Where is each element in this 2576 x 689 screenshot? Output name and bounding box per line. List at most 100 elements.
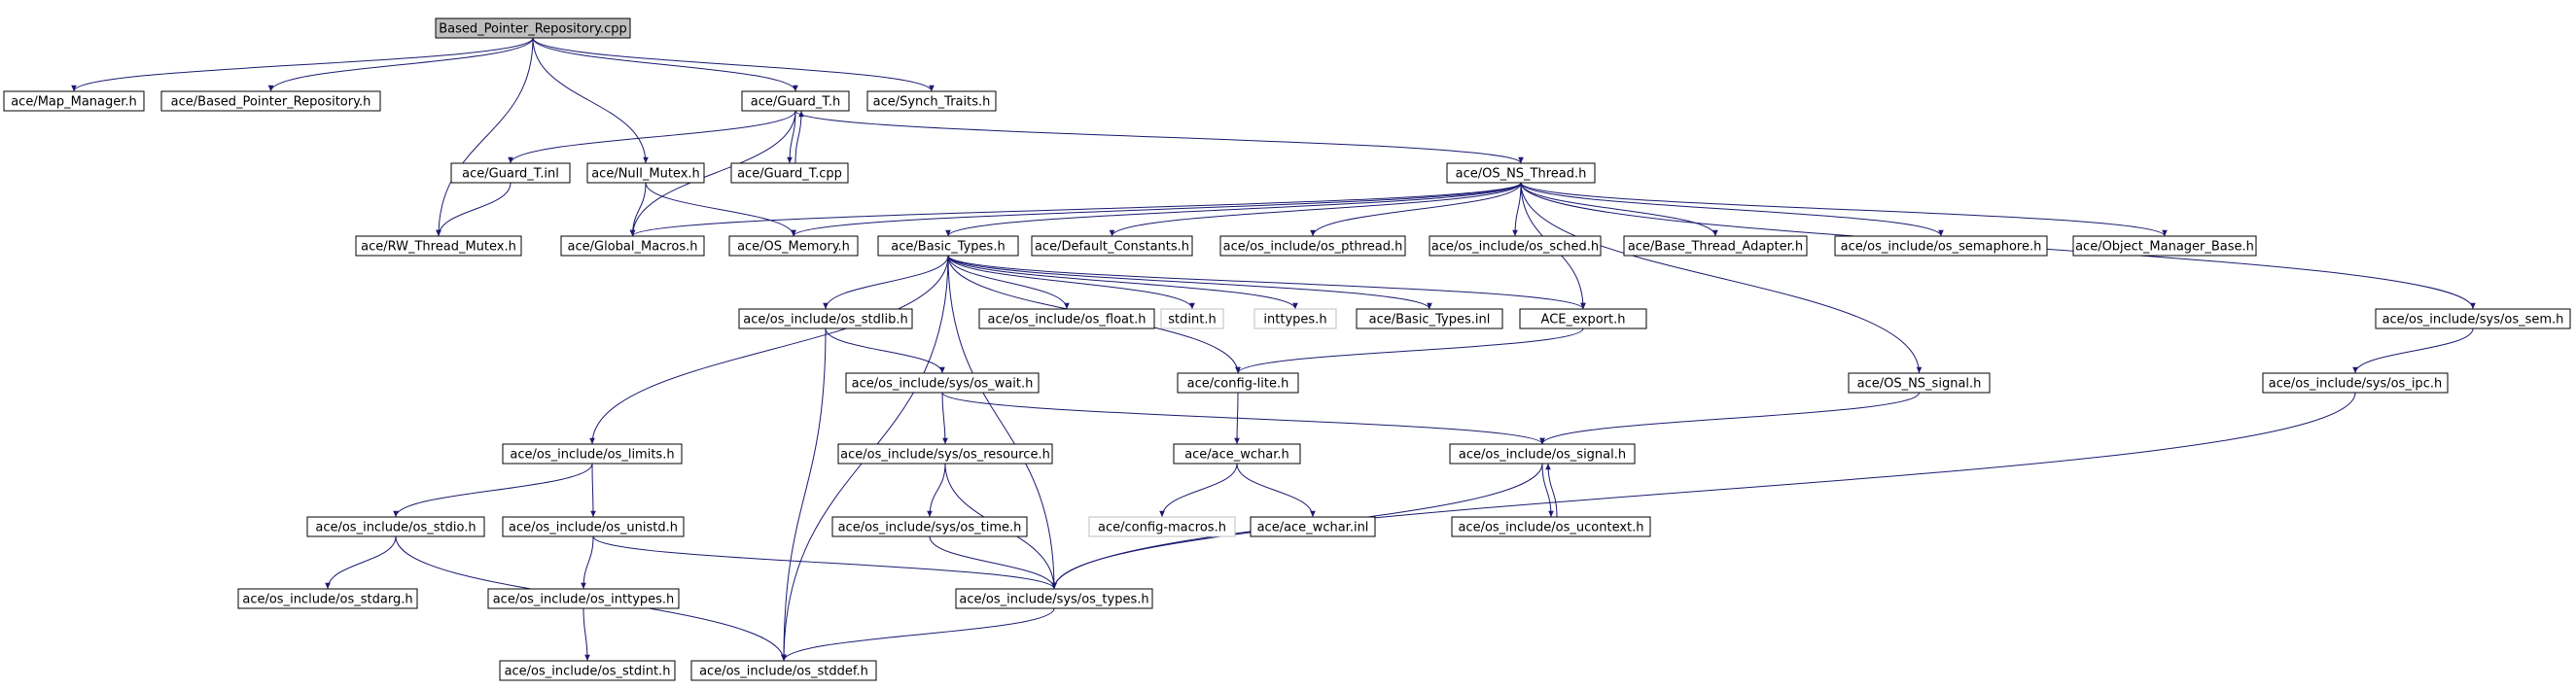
edge-root-to-bpr_h <box>267 37 534 92</box>
edges-layer <box>71 37 2476 662</box>
node-box <box>1519 308 1647 329</box>
node-box <box>3 90 145 112</box>
node-os-unistd[interactable]: ace/os_include/os_unistd.h <box>502 516 685 537</box>
edge-ace_export-to-config_lite <box>1235 327 1584 374</box>
node-label: ace/ace_wchar.h <box>1184 448 1289 463</box>
node-box <box>1451 516 1651 537</box>
node-guard-h[interactable]: ace/Guard_T.h <box>741 90 850 112</box>
node-box <box>1031 235 1193 257</box>
node-label: ace/os_include/os_stdarg.h <box>242 593 412 607</box>
edge-os_ns_thread-to-os_memory <box>791 182 1522 237</box>
node-label: stdint.h <box>1168 313 1216 327</box>
edge-basic_types-to-ace_export <box>947 255 1586 310</box>
node-box <box>2262 372 2449 394</box>
node-config-lite[interactable]: ace/config-lite.h <box>1177 372 1299 394</box>
node-box <box>728 235 859 257</box>
node-guard-cpp[interactable]: ace/Guard_T.cpp <box>730 162 849 184</box>
node-sys-os-wait[interactable]: ace/os_include/sys/os_wait.h <box>845 372 1040 394</box>
node-box <box>586 162 705 184</box>
node-sys-os-resource[interactable]: ace/os_include/sys/os_resource.h <box>837 443 1053 465</box>
node-label: ace/os_include/sys/os_wait.h <box>852 377 1034 392</box>
node-box <box>502 443 683 465</box>
node-os-ucontext[interactable]: ace/os_include/os_ucontext.h <box>1451 516 1651 537</box>
edge-os_ns_thread-to-base_thread_adapter <box>1520 182 1718 237</box>
node-sys-os-sem[interactable]: ace/os_include/sys/os_sem.h <box>2375 308 2571 329</box>
node-label: Based_Pointer_Repository.cpp <box>439 22 627 37</box>
node-os-stddef[interactable]: ace/os_include/os_stddef.h <box>690 660 877 681</box>
node-os-signal[interactable]: ace/os_include/os_signal.h <box>1449 443 1636 465</box>
node-box <box>1848 372 1991 394</box>
node-sys-os-time[interactable]: ace/os_include/sys/os_time.h <box>831 516 1028 537</box>
node-root[interactable]: Based_Pointer_Repository.cpp <box>435 17 631 39</box>
edge-ace_wchar_h-to-config_macros <box>1159 463 1238 518</box>
node-label: ace/os_include/os_stdio.h <box>315 521 476 535</box>
node-sys-os-types[interactable]: ace/os_include/sys/os_types.h <box>955 588 1153 609</box>
node-stdint: stdint.h <box>1160 308 1224 329</box>
node-ace-export[interactable]: ACE_export.h <box>1519 308 1647 329</box>
node-default-constants[interactable]: ace/Default_Constants.h <box>1031 235 1193 257</box>
edge-os_ns_thread-to-os_semaphore <box>1520 182 1944 237</box>
node-box <box>499 660 676 681</box>
node-global-macros[interactable]: ace/Global_Macros.h <box>560 235 705 257</box>
node-label: ace/os_include/os_signal.h <box>1459 448 1626 463</box>
edge-basic_types-to-basic_types_inl <box>947 255 1432 310</box>
node-os-stdarg[interactable]: ace/os_include/os_stdarg.h <box>237 588 418 609</box>
node-label: ace/os_include/os_stdint.h <box>505 665 671 679</box>
edge-basic_types-to-os_stdlib <box>823 255 949 310</box>
node-os-semaphore[interactable]: ace/os_include/os_semaphore.h <box>1834 235 2048 257</box>
node-inttypes: inttypes.h <box>1253 308 1337 329</box>
node-label: ace/os_include/sys/os_ipc.h <box>2269 377 2442 392</box>
edge-basic_types-to-os_limits <box>589 255 949 445</box>
node-basic-types-inl[interactable]: ace/Basic_Types.inl <box>1356 308 1503 329</box>
node-bpr-h[interactable]: ace/Based_Pointer_Repository.h <box>160 90 381 112</box>
node-sys-os-ipc[interactable]: ace/os_include/sys/os_ipc.h <box>2262 372 2449 394</box>
node-rw-mutex[interactable]: ace/RW_Thread_Mutex.h <box>355 235 522 257</box>
node-label: ace/Based_Pointer_Repository.h <box>171 95 371 110</box>
edge-guard_h-to-os_ns_thread <box>794 110 1524 164</box>
nodes-layer: Based_Pointer_Repository.cpp ace/Map_Mana… <box>3 17 2571 681</box>
edge-basic_types-to-os_float <box>947 255 1070 310</box>
node-os-stdio[interactable]: ace/os_include/os_stdio.h <box>306 516 485 537</box>
node-os-limits[interactable]: ace/os_include/os_limits.h <box>502 443 683 465</box>
node-box <box>1173 443 1301 465</box>
node-ace-wchar-h[interactable]: ace/ace_wchar.h <box>1173 443 1301 465</box>
node-label: ace/os_include/os_stdlib.h <box>743 313 907 327</box>
node-box <box>690 660 877 681</box>
edge-os_ns_thread-to-global_macros <box>629 182 1522 237</box>
node-label: ace/Guard_T.cpp <box>737 167 842 182</box>
edge-config_lite-to-ace_wchar_h <box>1234 392 1240 445</box>
node-guard-inl[interactable]: ace/Guard_T.inl <box>450 162 571 184</box>
node-label: ace/os_include/os_unistd.h <box>509 521 678 535</box>
node-label: ace/os_include/sys/os_types.h <box>959 593 1148 607</box>
node-label: ace/Basic_Types.h <box>891 240 1005 255</box>
node-label: ace/os_include/sys/os_resource.h <box>840 448 1050 463</box>
node-os-ns-signal[interactable]: ace/OS_NS_signal.h <box>1848 372 1991 394</box>
node-os-memory[interactable]: ace/OS_Memory.h <box>728 235 859 257</box>
node-label: ace/os_include/sys/os_time.h <box>838 521 1022 535</box>
node-box <box>738 308 913 329</box>
node-os-pthread[interactable]: ace/os_include/os_pthread.h <box>1219 235 1406 257</box>
node-os-stdlib[interactable]: ace/os_include/os_stdlib.h <box>738 308 913 329</box>
node-os-ns-thread[interactable]: ace/OS_NS_Thread.h <box>1446 162 1596 184</box>
node-null-mutex[interactable]: ace/Null_Mutex.h <box>586 162 705 184</box>
node-label: ace/os_include/os_ucontext.h <box>1458 521 1643 535</box>
node-box <box>1250 516 1376 537</box>
edge-sys_os_time-to-sys_os_types <box>929 535 1057 590</box>
node-os-float[interactable]: ace/os_include/os_float.h <box>978 308 1155 329</box>
node-label: ace/OS_NS_Thread.h <box>1456 167 1587 182</box>
edge-guard_h-to-guard_inl <box>508 110 796 164</box>
node-os-stdint[interactable]: ace/os_include/os_stdint.h <box>499 660 676 681</box>
node-map-manager[interactable]: ace/Map_Manager.h <box>3 90 145 112</box>
node-ace-wchar-inl[interactable]: ace/ace_wchar.inl <box>1250 516 1376 537</box>
node-object-manager-base[interactable]: ace/Object_Manager_Base.h <box>2072 235 2257 257</box>
node-base-thread-adapter[interactable]: ace/Base_Thread_Adapter.h <box>1623 235 1808 257</box>
node-os-sched[interactable]: ace/os_include/os_sched.h <box>1429 235 1602 257</box>
node-synch-traits[interactable]: ace/Synch_Traits.h <box>866 90 997 112</box>
edge-os_ucontext-to-os_signal <box>1545 463 1558 518</box>
node-basic-types[interactable]: ace/Basic_Types.h <box>877 235 1019 257</box>
node-box <box>730 162 849 184</box>
node-box <box>502 516 685 537</box>
node-label: ace/RW_Thread_Mutex.h <box>361 240 516 255</box>
node-os-inttypes[interactable]: ace/os_include/os_inttypes.h <box>487 588 680 609</box>
edge-os_stdio-to-os_stdarg <box>325 535 397 590</box>
